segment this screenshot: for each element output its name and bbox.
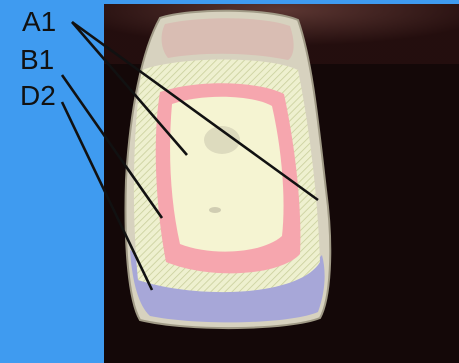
label-d2: D2 bbox=[20, 82, 56, 110]
label-b1: B1 bbox=[20, 46, 54, 74]
label-a1: A1 bbox=[22, 8, 56, 36]
zone-a1 bbox=[170, 97, 283, 252]
